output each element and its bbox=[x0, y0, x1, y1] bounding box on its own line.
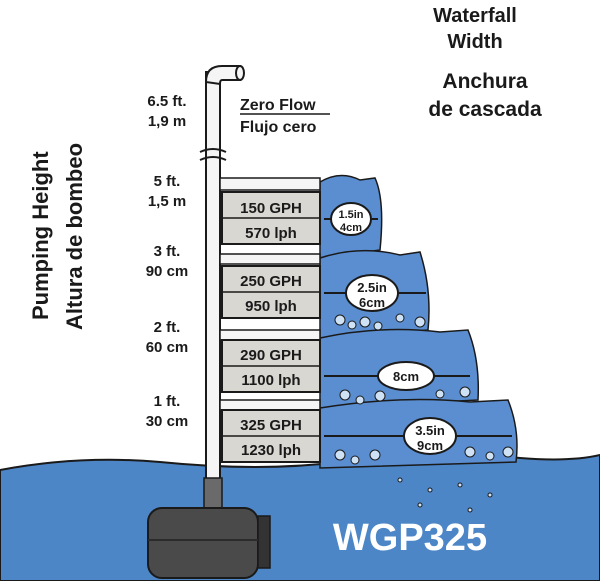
level-width-cm: 6cm bbox=[359, 295, 385, 310]
level-height-ft: 1 ft. bbox=[154, 393, 181, 410]
level-lph: 1100 lph bbox=[241, 372, 300, 389]
level-height-m: 60 cm bbox=[146, 339, 189, 356]
level-gph: 290 GPH bbox=[240, 347, 302, 364]
level-lph: 1230 lph bbox=[241, 442, 301, 459]
pipe-elbow bbox=[204, 65, 241, 86]
axis-label-es: Altura de bombeo bbox=[62, 143, 87, 330]
level-lph: 570 lph bbox=[245, 225, 297, 242]
level-height-m: 90 cm bbox=[146, 263, 189, 280]
title-width-es2: de cascada bbox=[428, 98, 542, 121]
level-gph: 325 GPH bbox=[240, 417, 302, 434]
level-gph: 150 GPH bbox=[240, 200, 302, 217]
level-width-in: 3.5in bbox=[415, 423, 445, 438]
pipe-break bbox=[199, 148, 227, 161]
level-width-in: 2.5in bbox=[357, 280, 387, 295]
zero-flow-height-m: 1,9 m bbox=[148, 113, 186, 130]
flow-boxes bbox=[219, 177, 321, 463]
level-height-ft: 2 ft. bbox=[154, 319, 181, 336]
level-height-ft: 5 ft. bbox=[154, 173, 181, 190]
level-width-cm: 4cm bbox=[340, 222, 362, 234]
zero-flow-label-es: Flujo cero bbox=[240, 119, 317, 136]
title-width-es: Anchura bbox=[442, 70, 528, 93]
levels: 5 ft. 1,5 m 150 GPH 570 lph 1.5in 4cm 3 … bbox=[146, 173, 445, 459]
title-width-en: Waterfall bbox=[433, 5, 517, 27]
level-lph: 950 lph bbox=[245, 298, 297, 315]
zero-flow-label-en: Zero Flow bbox=[240, 97, 316, 114]
zero-flow-height-ft: 6.5 ft. bbox=[147, 93, 186, 110]
axis-label-en: Pumping Height bbox=[28, 151, 53, 320]
level-width-cm: 8cm bbox=[393, 369, 419, 384]
title-width-en2: Width bbox=[447, 31, 502, 53]
width-indicators bbox=[324, 202, 512, 455]
pipe bbox=[205, 71, 221, 485]
level-height-m: 1,5 m bbox=[148, 193, 186, 210]
level-width-in: 1.5in bbox=[338, 209, 363, 221]
pond-water bbox=[0, 453, 600, 581]
pump bbox=[147, 507, 271, 579]
level-gph: 250 GPH bbox=[240, 273, 302, 290]
level-width-cm: 9cm bbox=[417, 438, 443, 453]
foam-bubbles bbox=[334, 313, 514, 513]
model-label: WGP325 bbox=[333, 517, 487, 559]
level-height-m: 30 cm bbox=[146, 413, 189, 430]
level-height-ft: 3 ft. bbox=[154, 243, 181, 260]
